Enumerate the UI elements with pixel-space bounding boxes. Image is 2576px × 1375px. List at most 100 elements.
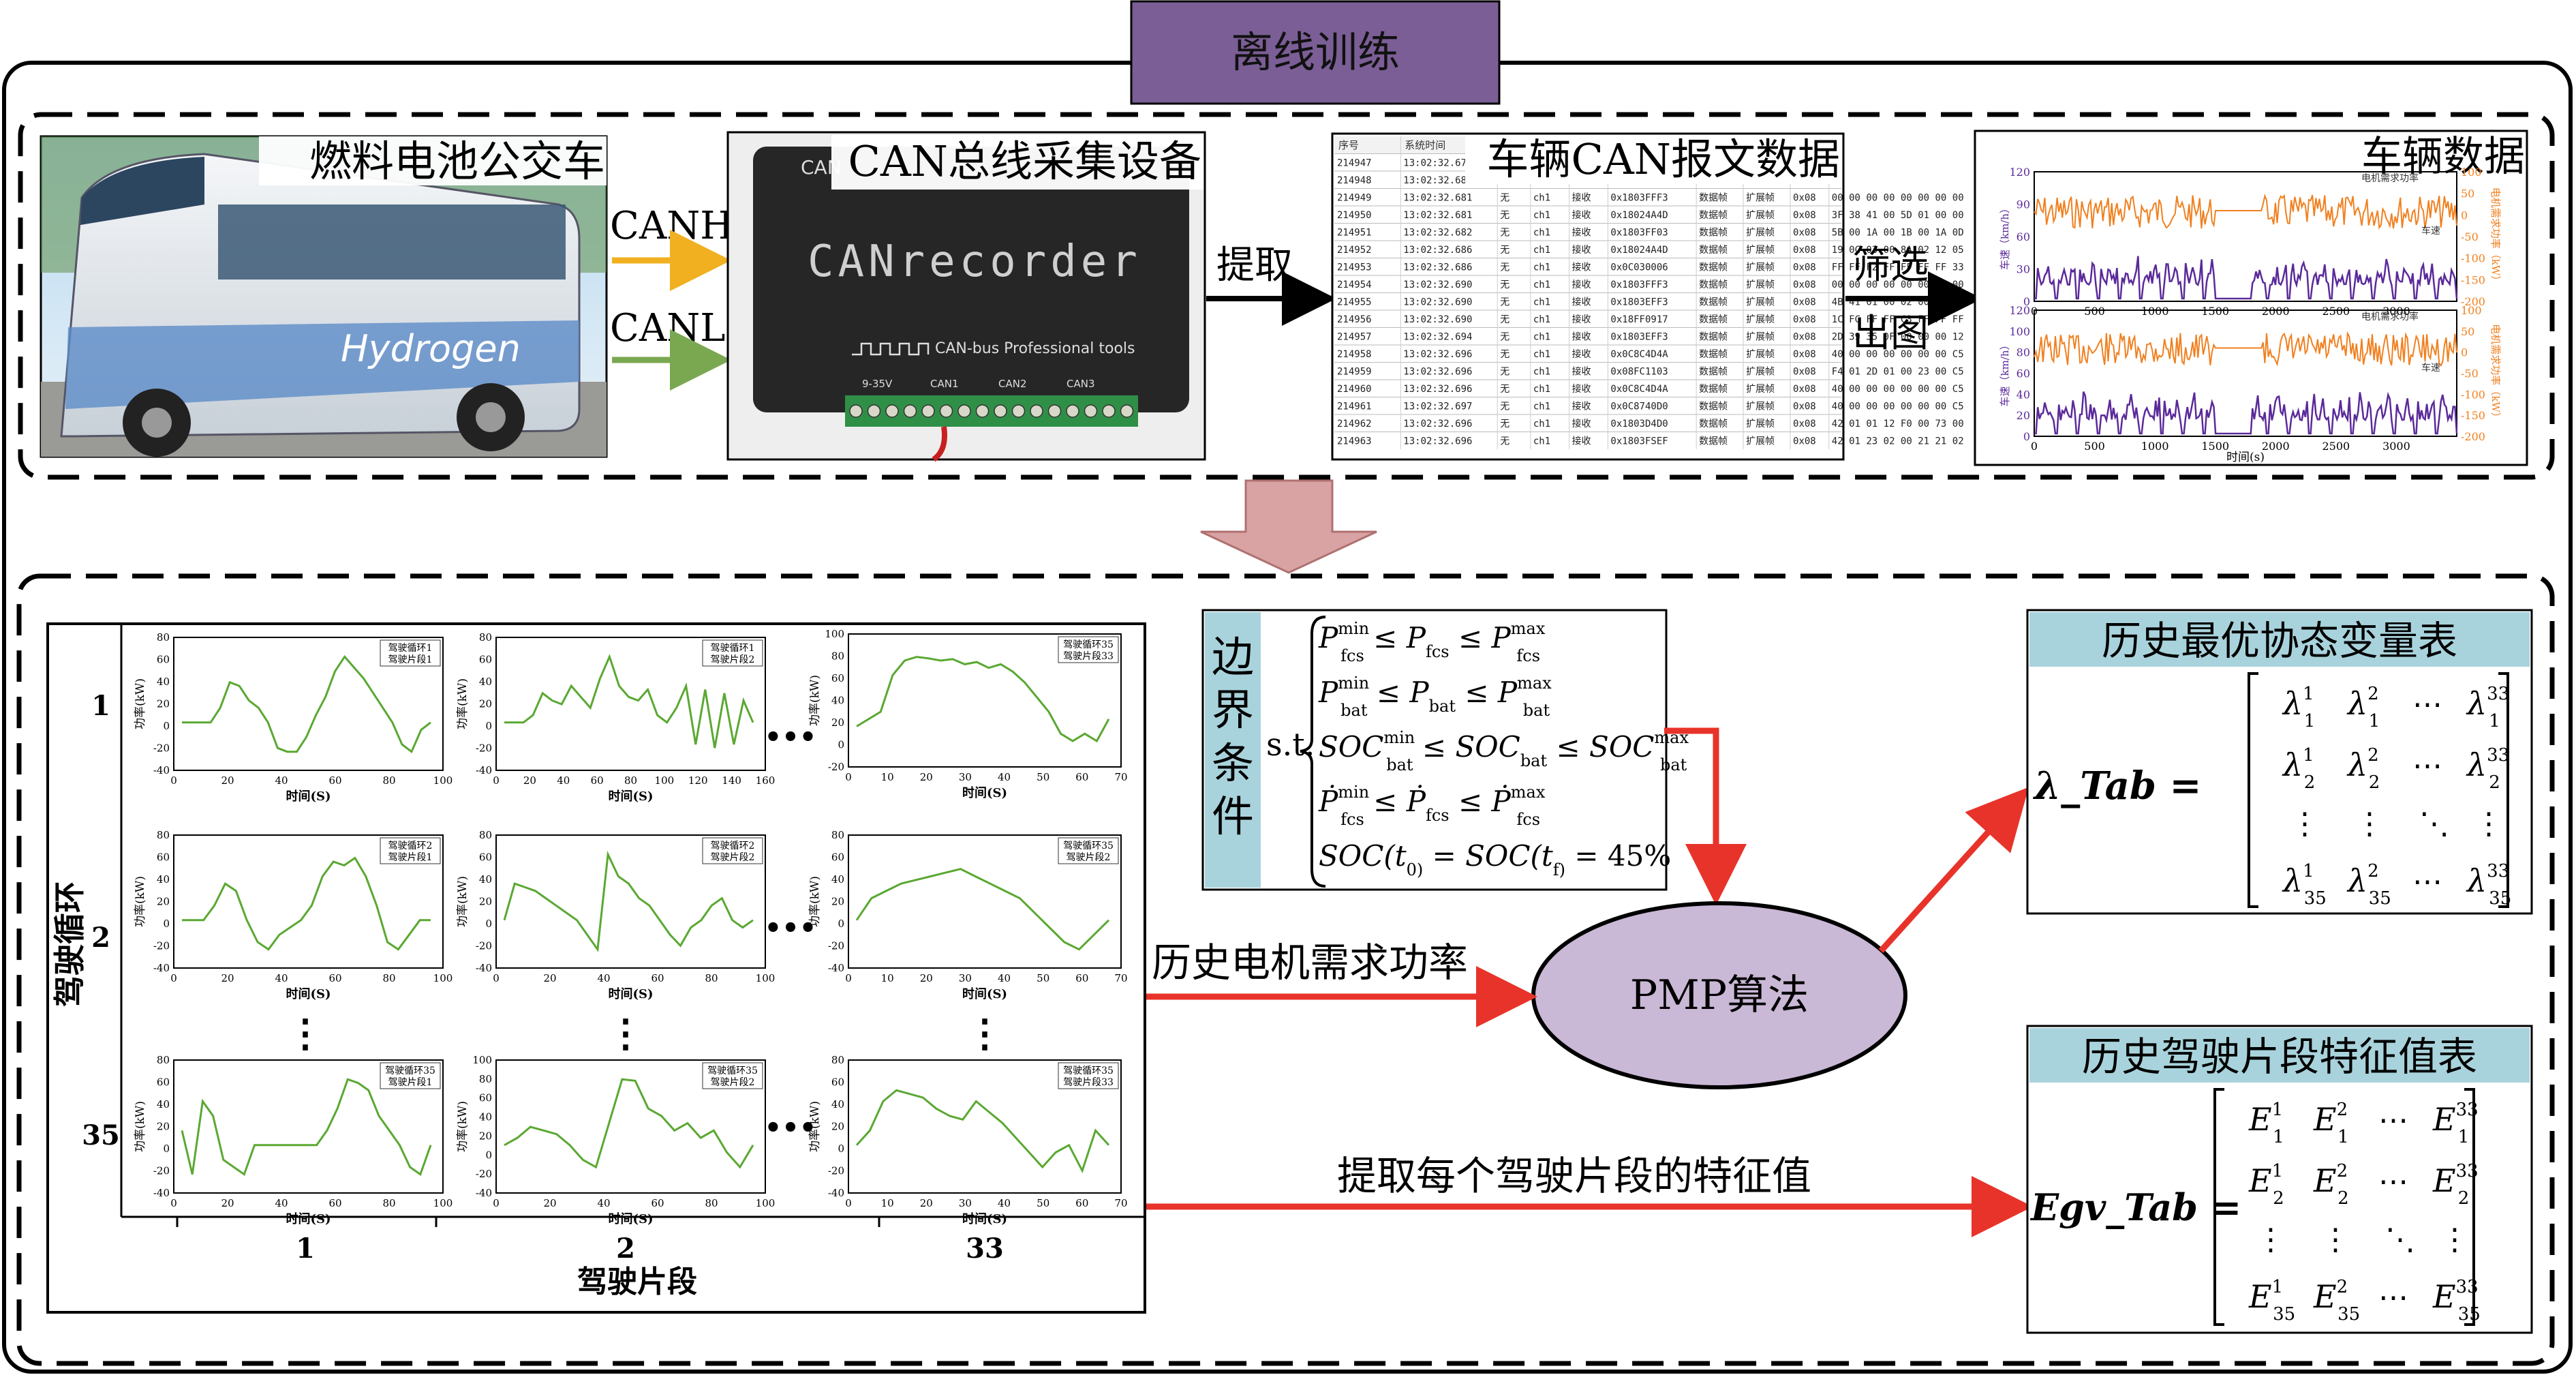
- y-tick: 100: [472, 1054, 492, 1066]
- msg-cell: 13:02:32.696: [1403, 349, 1472, 360]
- y-tick: 40: [831, 695, 844, 707]
- x-tick: 10: [881, 1197, 894, 1209]
- hist-power-connection: 历史电机需求功率: [1146, 939, 1537, 1027]
- msg-cell: 214950: [1337, 210, 1372, 221]
- y-tick: 0: [838, 1143, 844, 1155]
- msg-cell: 数据帧: [1699, 384, 1728, 395]
- terminal-screw: [903, 404, 917, 418]
- col-axis-title: 驾驶片段: [577, 1265, 697, 1299]
- formula-token: ≤: [1458, 621, 1492, 654]
- x-tick: 0: [845, 1197, 852, 1209]
- plot-ylabel: 功率(kW): [456, 876, 470, 927]
- msg-cell: 40 00 00 00 00 00 00 C5: [1832, 349, 1964, 360]
- x-tick: 40: [998, 771, 1011, 783]
- msg-cell: 0x08: [1793, 349, 1816, 360]
- canl-connection: CANL: [610, 306, 731, 391]
- terminal-screw: [975, 404, 990, 418]
- msg-cell: 扩展帧: [1746, 314, 1775, 325]
- matrix-symbol: λ: [2466, 685, 2487, 722]
- msg-cell: ch1: [1533, 245, 1550, 256]
- col-label: 2: [616, 1233, 635, 1265]
- col-label: 1: [296, 1233, 315, 1265]
- msg-cell: 13:02:32.686: [1403, 245, 1472, 256]
- power-tick: -100: [2461, 388, 2485, 401]
- speed-tick: 0: [2023, 430, 2030, 443]
- x-tick: 60: [651, 972, 664, 984]
- x-tick: 60: [1075, 771, 1088, 783]
- matrix-hdots: ⋯: [2412, 749, 2442, 783]
- msg-cell: 0x08: [1793, 262, 1816, 273]
- power-tick: -200: [2461, 430, 2485, 443]
- x-tick: 80: [382, 972, 395, 984]
- matrix-sub: 1: [2489, 711, 2500, 731]
- y-tick: 20: [831, 1121, 844, 1133]
- formula-gap: [1547, 730, 1556, 764]
- plot-tag-segment: 驾驶片段1: [388, 852, 433, 863]
- plot-tag-segment: 驾驶片段2: [1067, 852, 1111, 863]
- plot-tag-box: [1058, 837, 1119, 864]
- y-tick: 80: [479, 829, 492, 841]
- msg-cell: ch1: [1533, 314, 1550, 325]
- msg-cell: 数据帧: [1699, 436, 1728, 447]
- msg-cell: 13:02:32.681: [1403, 210, 1472, 221]
- x-tick: 20: [920, 1197, 933, 1209]
- constraints-title-char: 件: [1212, 791, 1254, 841]
- matrix-sub: 1: [2458, 1127, 2470, 1147]
- formula-symbol: P: [1318, 621, 1338, 654]
- formula-token: ≤: [1373, 785, 1407, 818]
- plot-xlabel: 时间(S): [962, 1212, 1007, 1226]
- power-curve: [503, 850, 754, 952]
- x-tick: 60: [1075, 1197, 1088, 1209]
- msg-cell: 13:02:32.690: [1403, 314, 1472, 325]
- constraints-title-char: 条: [1212, 738, 1254, 788]
- matrix-symbol: E: [2432, 1101, 2456, 1138]
- formula-symbol: P: [1406, 621, 1426, 654]
- plot-xlabel: 时间(S): [608, 1212, 653, 1226]
- y-tick: 0: [838, 918, 844, 930]
- msg-cell: 40 00 00 00 00 00 00 C5: [1832, 384, 1964, 395]
- msg-cell: 接收: [1572, 244, 1591, 256]
- msg-cell: 数据帧: [1699, 349, 1728, 360]
- matrix-sup: 2: [2367, 684, 2379, 704]
- msg-cell: 0x1803FSEF: [1610, 436, 1668, 447]
- speed-tick: 60: [2017, 367, 2030, 380]
- time-tick: 1000: [2141, 305, 2169, 318]
- formula-gap: [1456, 676, 1465, 709]
- power-curve: [504, 654, 754, 749]
- terminal-screw: [957, 404, 971, 418]
- msg-cell: ch1: [1533, 419, 1550, 429]
- row-label: 1: [91, 690, 110, 722]
- matrix-diag-dots: ⋱: [2385, 1222, 2415, 1257]
- x-tick: 100: [756, 972, 776, 984]
- x-tick: 40: [597, 1197, 610, 1209]
- x-tick: 0: [845, 972, 852, 984]
- y-tick: -40: [828, 1187, 844, 1199]
- msg-cell: 13:02:32.697: [1403, 402, 1472, 412]
- msg-cell: 接收: [1572, 279, 1591, 290]
- x-tick: 100: [655, 774, 675, 787]
- y-tick: 80: [831, 650, 844, 663]
- formula-token: ≤: [1422, 730, 1456, 764]
- power-tick: 100: [2461, 166, 2482, 179]
- msg-cell: 0x0C8740D0: [1610, 402, 1668, 412]
- plot-ylabel: 功率(kW): [134, 876, 147, 927]
- msg-cell: 214954: [1337, 279, 1372, 290]
- vertical-ellipsis: ⋮: [966, 1011, 1004, 1056]
- y-tick: 0: [163, 720, 170, 732]
- formula-sub: bat: [1429, 697, 1456, 716]
- y-tick: -40: [828, 962, 844, 974]
- formula-sup: min: [1383, 728, 1415, 747]
- msg-cell: ch1: [1533, 262, 1550, 273]
- matrix-sub: 1: [2304, 711, 2316, 731]
- y-tick: -20: [828, 761, 844, 773]
- power-tick: 100: [2461, 304, 2482, 317]
- offline-training-banner: 离线训练: [1130, 0, 1501, 105]
- msg-cell: 无: [1500, 279, 1509, 290]
- x-tick: 20: [221, 774, 234, 787]
- plot-ylabel: 功率(kW): [456, 1101, 470, 1152]
- terminal-screw: [1047, 404, 1062, 418]
- terminal-screw: [1084, 404, 1098, 418]
